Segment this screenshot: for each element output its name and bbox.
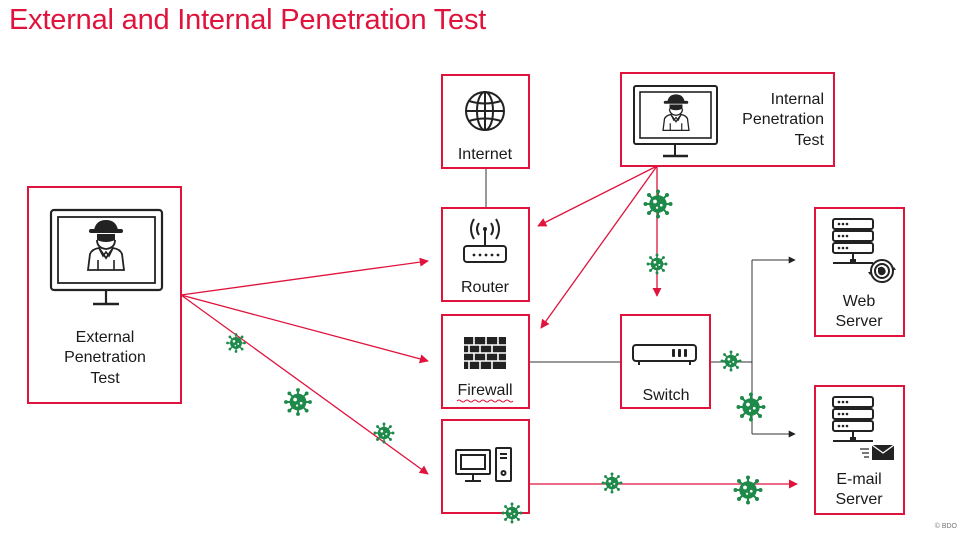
virus-icon [732, 474, 764, 506]
virus-icon [735, 391, 767, 423]
external-label-line3: Test [90, 370, 120, 387]
switch-node: Switch [620, 314, 711, 409]
computer-icon [455, 447, 512, 482]
hacker-monitor-icon [49, 208, 164, 306]
copyright-notice: © BDO [934, 523, 957, 530]
attack-arrows [180, 165, 798, 489]
virus-icon [645, 252, 669, 276]
spellcheck-underline [456, 399, 514, 403]
internal-label-line2: Penetration [742, 111, 824, 128]
virus-icon [642, 188, 674, 220]
internal-to-firewall-arrow [540, 165, 658, 329]
virus-icon [283, 387, 313, 417]
web-server-node: Web Server [814, 207, 905, 337]
workstation-node [441, 419, 530, 514]
mail-icon [860, 444, 895, 460]
external-to-router-arrow [180, 257, 429, 296]
switch-icon [632, 344, 697, 365]
external-label-line2: Penetration [64, 349, 146, 366]
hacker-monitor-icon [633, 85, 718, 158]
router-node: Router [441, 207, 530, 302]
virus-icon [372, 421, 396, 445]
email-server-label-line2: Server [835, 491, 883, 508]
firewall-node: Firewall [441, 314, 530, 409]
external-to-firewall-arrow [180, 294, 429, 364]
page-title: External and Internal Penetration Test [9, 4, 487, 36]
virus-icon [225, 332, 247, 354]
internal-to-router-arrow [537, 165, 658, 227]
virus-icon [500, 501, 524, 525]
external-pentest-node: External Penetration Test [27, 186, 182, 404]
firewall-icon [464, 337, 506, 369]
globe-icon [868, 259, 896, 283]
globe-icon [465, 91, 505, 131]
firewall-label: Firewall [457, 382, 512, 399]
web-server-label-line1: Web [843, 293, 876, 310]
internet-node: Internet [441, 74, 530, 169]
email-server-node: E-mail Server [814, 385, 905, 515]
virus-icon [719, 349, 743, 373]
internal-pentest-node: Internal Penetration Test [620, 72, 835, 167]
router-label: Router [461, 279, 510, 296]
web-server-label-line2: Server [835, 313, 883, 330]
router-icon [463, 218, 507, 263]
external-label-line1: External [76, 329, 135, 346]
virus-icon [600, 471, 624, 495]
internal-label-line1: Internal [771, 91, 824, 108]
internet-label: Internet [458, 146, 513, 163]
switch-label: Switch [642, 387, 689, 404]
external-to-workstation-arrow [180, 294, 429, 475]
internal-label-line3: Test [795, 132, 825, 149]
email-server-label-line1: E-mail [836, 471, 881, 488]
